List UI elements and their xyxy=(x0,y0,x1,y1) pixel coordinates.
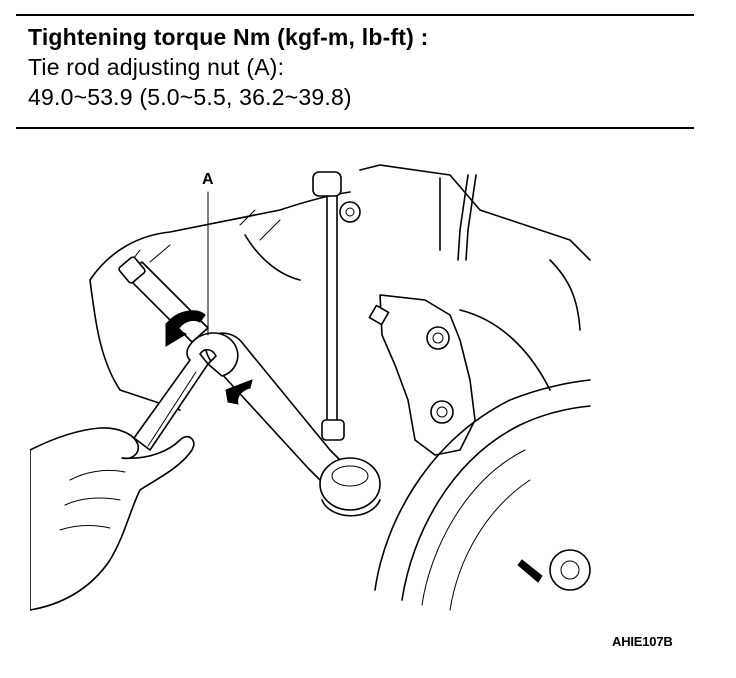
tie-rod xyxy=(118,256,349,487)
stabilizer-link xyxy=(312,171,361,441)
tie-rod-illustration: A xyxy=(29,150,610,620)
steering-knuckle xyxy=(368,294,551,456)
bottom-rule xyxy=(16,127,694,129)
rotation-arrows xyxy=(165,310,253,405)
callout-a: A xyxy=(202,171,214,336)
torque-heading: Tightening torque Nm (kgf-m, lb-ft) : xyxy=(28,24,429,50)
torque-value: 49.0~53.9 (5.0~5.5, 36.2~39.8) xyxy=(28,84,352,110)
top-rule xyxy=(16,14,694,16)
mechanic-hand xyxy=(29,427,195,611)
callout-label: A xyxy=(202,171,214,188)
brake-disc xyxy=(374,379,591,611)
torque-spec: Tightening torque Nm (kgf-m, lb-ft) : Ti… xyxy=(28,22,688,112)
torque-item: Tie rod adjusting nut (A): xyxy=(28,54,285,80)
wrench xyxy=(133,332,239,451)
brake-line xyxy=(457,174,477,261)
figure-code: AHIE107B xyxy=(612,634,673,649)
tie-rod-drawing: A xyxy=(29,164,591,611)
tie-rod-end xyxy=(319,457,381,517)
